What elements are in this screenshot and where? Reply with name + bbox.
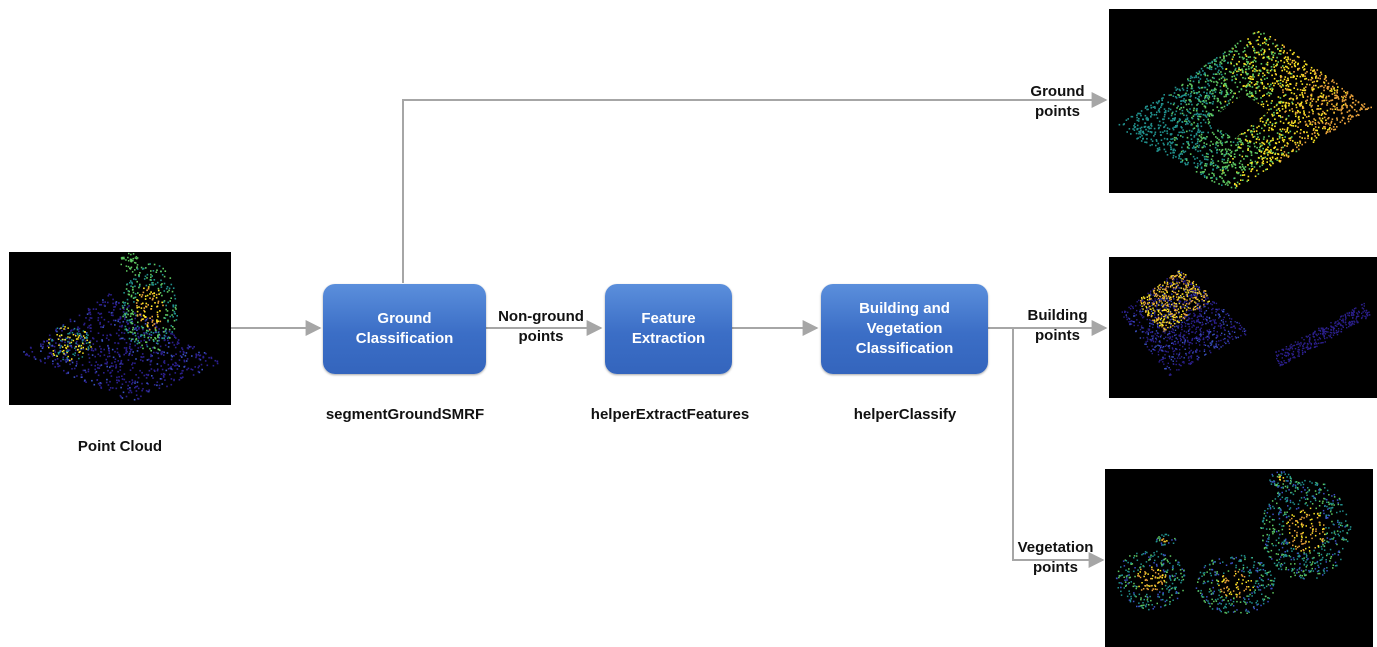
arrow-to-vegetation-points [1012,328,1105,568]
feature-extraction-label: Feature Extraction [631,310,706,347]
input-point-cloud-image [9,252,231,405]
building-vegetation-classification-box[interactable]: Building and Vegetation Classification [821,284,988,374]
point-cloud-caption: Point Cloud [77,438,163,455]
building-vegetation-classification-label: Building and Vegetation Classification [855,300,954,357]
arrow-to-ground-points [402,92,1108,283]
building-points-label: Building points [1027,307,1088,344]
helper-classify-function: helperClassify [853,406,957,423]
helper-extract-features-function: helperExtractFeatures [590,406,750,423]
non-ground-points-label: Non-ground points [498,308,584,345]
ground-points-image [1109,9,1377,193]
ground-classification-box[interactable]: Ground Classification [323,284,486,374]
ground-points-label: Ground points [1030,83,1085,120]
building-points-image [1109,257,1377,398]
vegetation-points-image [1105,469,1373,647]
vegetation-points-label: Vegetation points [1017,539,1094,576]
ground-classification-label: Ground Classification [355,310,454,347]
feature-extraction-box[interactable]: Feature Extraction [605,284,732,374]
segment-ground-smrf-function: segmentGroundSMRF [325,406,485,423]
